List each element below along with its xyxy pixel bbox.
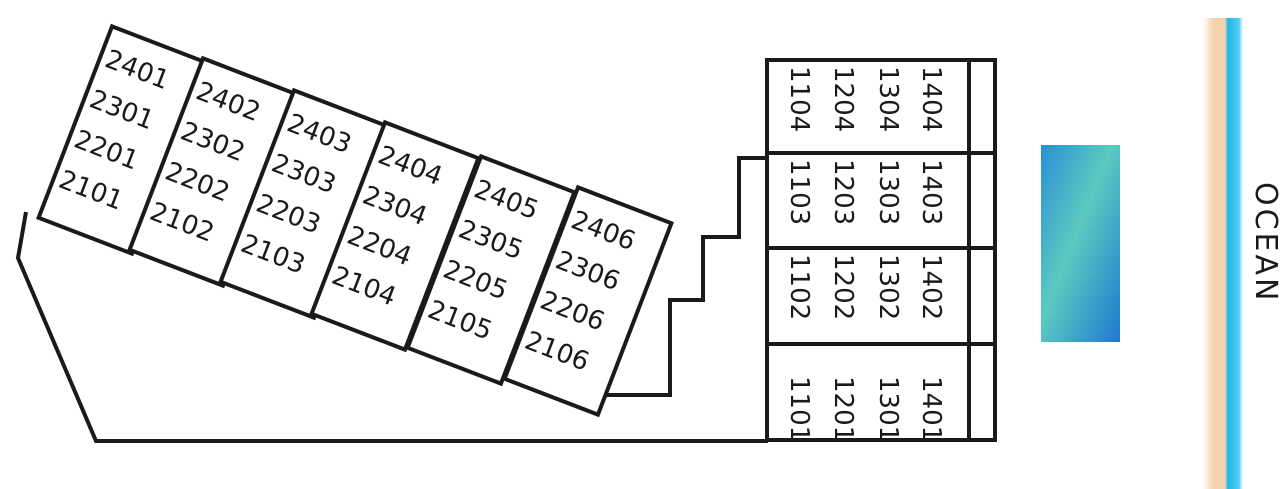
unit-label: 1402 — [916, 254, 946, 320]
unit-label: 1404 — [916, 66, 946, 132]
unit-label: 1202 — [828, 254, 858, 320]
unit-label: 1102 — [784, 254, 814, 320]
column-outline — [502, 184, 674, 418]
unit-label: 1104 — [784, 66, 814, 132]
straight-building: 1104 1204 1304 1404 1103 1203 1303 1403 1102 1202… — [765, 58, 997, 442]
angled-building: 2401230122012101240223022202210224032303… — [36, 23, 674, 418]
unit-label: 1301 — [873, 376, 903, 442]
unit-label: 1302 — [873, 254, 903, 320]
ocean-label: OCEAN — [1248, 182, 1280, 303]
site-boundary — [15, 156, 768, 443]
ocean-shoreline — [1203, 18, 1243, 489]
unit-label: 1204 — [828, 66, 858, 132]
unit-label: 1101 — [784, 376, 814, 442]
unit-label: 1401 — [916, 376, 946, 442]
unit-label: 1403 — [916, 159, 946, 225]
unit-label: 1103 — [784, 159, 814, 225]
unit-label: 1304 — [873, 66, 903, 132]
unit-label: 1201 — [828, 376, 858, 442]
unit-label: 1203 — [828, 159, 858, 225]
unit-label: 1303 — [873, 159, 903, 225]
pool — [1041, 145, 1120, 342]
